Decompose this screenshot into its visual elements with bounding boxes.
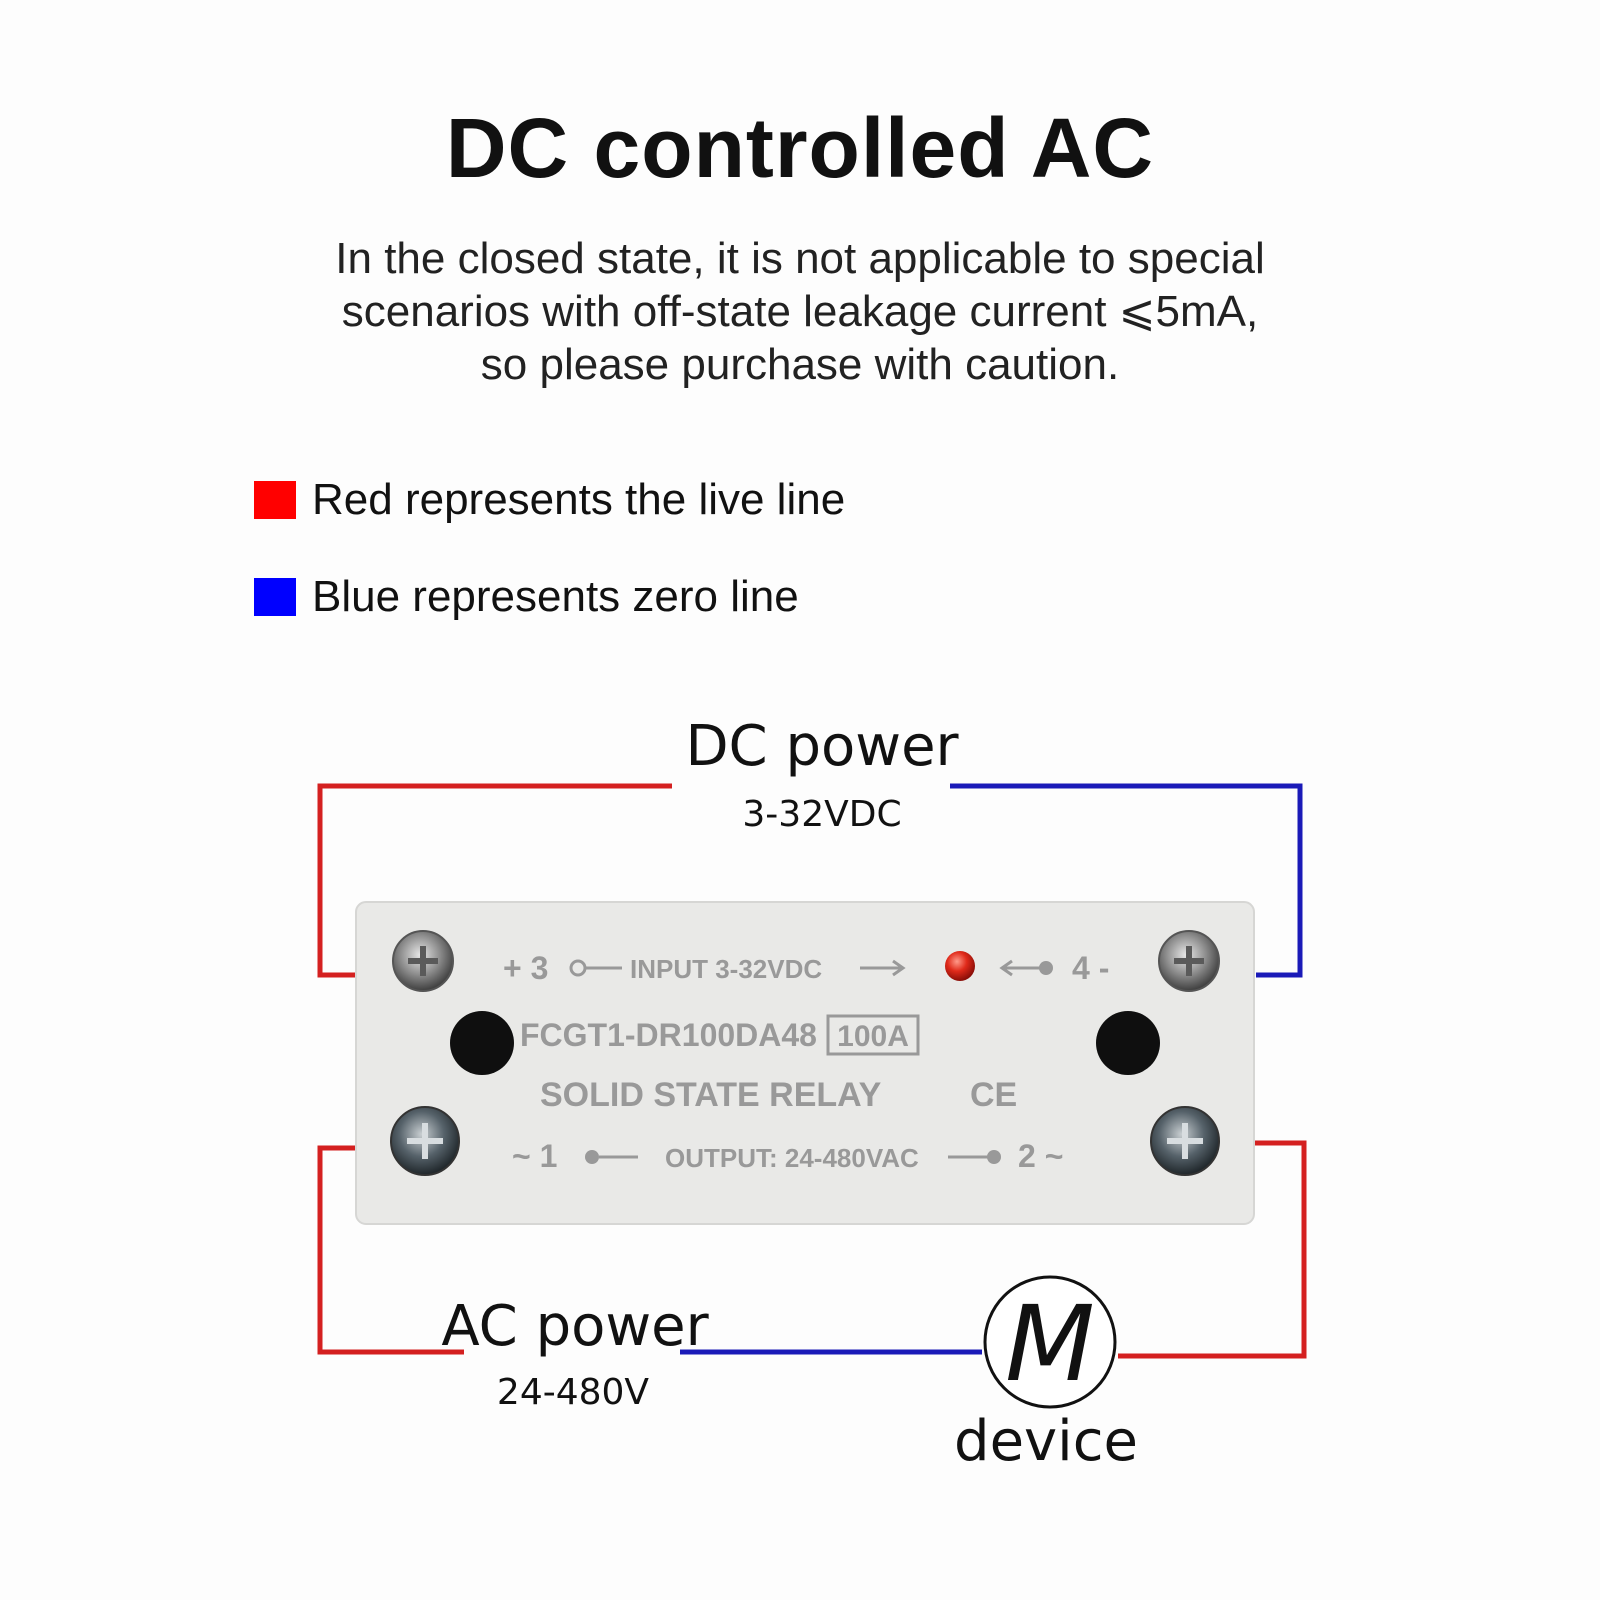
description-line: so please purchase with caution. <box>480 340 1120 389</box>
description-line: scenarios with off-state leakage current… <box>341 287 1259 336</box>
input-connector-line <box>569 959 622 977</box>
input-minus-label: 4 - <box>1072 950 1109 986</box>
legend-label-live: Red represents the live line <box>312 475 846 524</box>
red-swatch <box>254 481 296 519</box>
terminal-screw-1 <box>390 1106 460 1176</box>
device-live-wire <box>1118 1140 1307 1359</box>
terminal-screw-3 <box>392 930 454 992</box>
relay-name: SOLID STATE RELAY <box>540 1076 882 1114</box>
output-2-label: 2 ~ <box>1018 1138 1063 1174</box>
terminal-screw-2 <box>1150 1106 1220 1176</box>
mounting-hole <box>1096 1011 1160 1075</box>
caution-description: In the closed state, it is not applicabl… <box>250 232 1350 391</box>
motor-symbol-letter: M <box>1005 1283 1095 1405</box>
legend-item-live: Red represents the live line <box>254 475 846 524</box>
relay-body <box>355 901 1255 1225</box>
description-line: In the closed state, it is not applicabl… <box>335 234 1265 283</box>
mounting-hole <box>450 1011 514 1075</box>
arrow-right-icon <box>860 959 906 977</box>
dc-power-label: DC power <box>685 714 959 779</box>
legend-label-zero: Blue represents zero line <box>312 572 799 621</box>
ac-live-wire <box>317 1145 464 1355</box>
blue-swatch <box>254 578 296 616</box>
dc-zero-wire <box>950 783 1303 978</box>
input-plus-label: + 3 <box>503 950 548 986</box>
motor-symbol <box>983 1275 1117 1409</box>
ac-power-label: AC power <box>441 1294 709 1359</box>
dc-live-wire <box>317 783 672 978</box>
arrow-left-icon <box>999 959 1053 977</box>
output-1-label: ~ 1 <box>512 1138 557 1174</box>
ce-mark: CE <box>970 1076 1017 1114</box>
ac-power-value: 24-480V <box>497 1372 650 1413</box>
model-number: FCGT1-DR100DA48 <box>520 1017 817 1053</box>
legend-item-zero: Blue represents zero line <box>254 572 799 621</box>
terminal-screw-4 <box>1158 930 1220 992</box>
input-spec-label: INPUT 3-32VDC <box>630 954 822 984</box>
rating-label: 100A <box>837 1020 909 1053</box>
device-label: device <box>954 1409 1138 1474</box>
output-connector-line-2 <box>948 1150 1001 1164</box>
page-title: DC controlled AC <box>445 101 1155 195</box>
output-connector-line <box>585 1150 638 1164</box>
status-led <box>945 951 975 981</box>
dc-power-value: 3-32VDC <box>742 794 901 835</box>
output-spec-label: OUTPUT: 24-480VAC <box>665 1143 919 1173</box>
rating-box <box>826 1014 920 1056</box>
